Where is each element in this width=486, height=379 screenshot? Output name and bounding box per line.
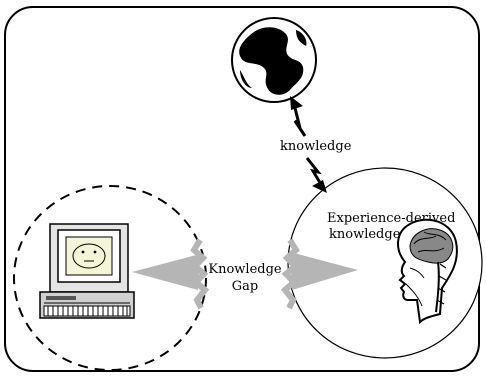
human-head-brain-icon [397, 218, 458, 325]
computer-dashed-circle [13, 185, 207, 371]
computer-icon [39, 223, 135, 319]
knowledge-label: knowledge [280, 139, 352, 154]
globe-icon [231, 17, 317, 103]
gap-label-line2: Gap [232, 279, 258, 294]
gap-arrow-right [280, 238, 358, 310]
experience-label-line2: knowledge [329, 227, 401, 242]
knowledge-arrow [290, 96, 327, 193]
gap-arrow-left [132, 238, 210, 310]
gap-label-line1: Knowledge [208, 262, 282, 277]
